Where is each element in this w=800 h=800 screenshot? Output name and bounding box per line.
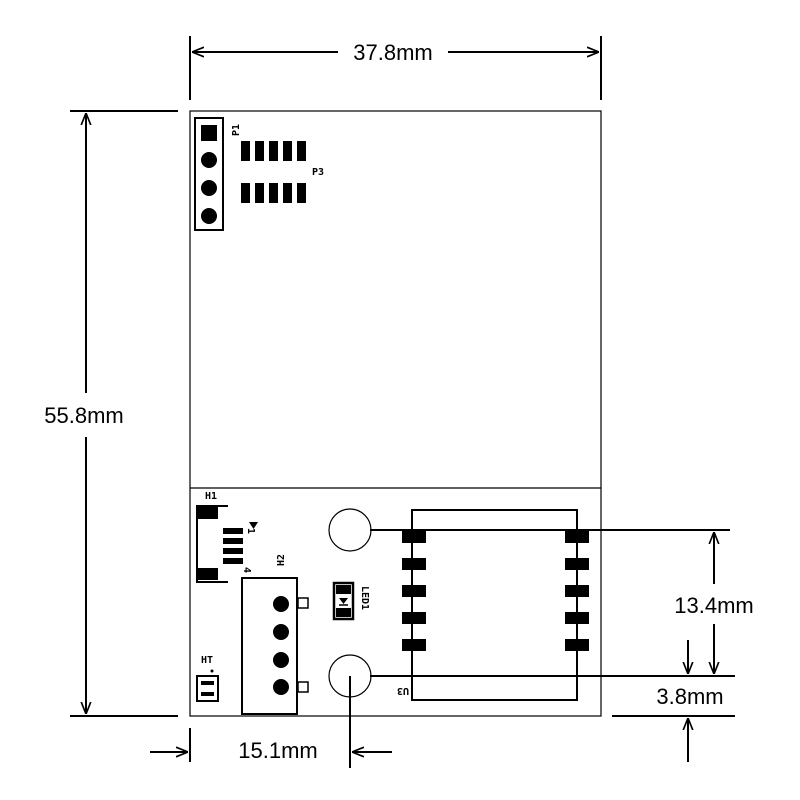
- board-outline: [189, 110, 602, 717]
- p3-pads: P3: [241, 141, 324, 203]
- h1-pin-1: 1: [245, 528, 256, 534]
- h1-label: H1: [205, 491, 217, 502]
- h1-pin-4: 4: [241, 567, 252, 573]
- led1: LED1: [332, 581, 370, 621]
- p3-label: P3: [312, 167, 324, 178]
- hole-x-label: 15.1mm: [238, 738, 317, 763]
- hole-offset-label: 3.8mm: [656, 684, 723, 709]
- p1-label: P1: [231, 124, 242, 136]
- hole-x-dimension: 15.1mm: [150, 676, 392, 768]
- h2-connector: H2: [241, 554, 309, 715]
- ht-component: HT: [196, 655, 219, 702]
- u3-module: U3: [397, 509, 589, 701]
- height-dimension: 55.8mm: [44, 110, 178, 717]
- hole-spacing-label: 13.4mm: [674, 593, 753, 618]
- width-label: 37.8mm: [353, 40, 432, 65]
- h1-connector: H1 1 4: [196, 491, 258, 583]
- hole-spacing-dimension: 13.4mm: [674, 532, 754, 674]
- ht-label: HT: [201, 655, 213, 666]
- h2-label: H2: [276, 554, 287, 566]
- width-dimension: 37.8mm: [189, 36, 602, 100]
- led1-label: LED1: [359, 586, 370, 610]
- height-label: 55.8mm: [44, 403, 123, 428]
- p1-header: P1: [194, 117, 242, 231]
- hole-offset-dimension: 3.8mm: [612, 640, 735, 762]
- u3-label: U3: [397, 685, 409, 696]
